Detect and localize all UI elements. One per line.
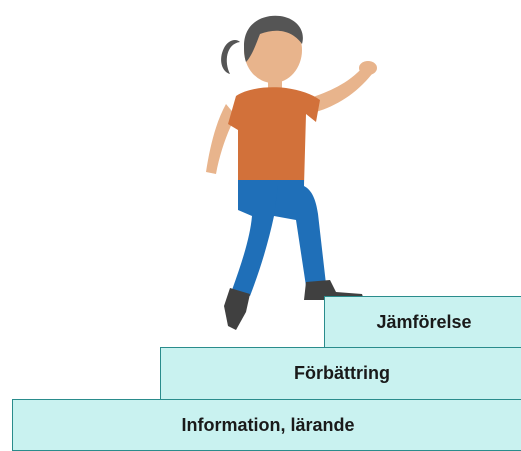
back-leg	[232, 186, 278, 296]
climbing-person-illustration	[188, 0, 388, 338]
raised-arm	[310, 66, 372, 112]
back-arm	[206, 104, 236, 174]
step-forbattring: Förbättring	[160, 347, 521, 400]
ponytail	[221, 40, 240, 74]
front-shoe	[304, 280, 364, 300]
step-information: Information, lärande	[12, 399, 521, 451]
step-jamforelse: Jämförelse	[324, 296, 521, 348]
raised-hand	[359, 61, 377, 75]
step-information-label: Information, lärande	[181, 414, 355, 435]
hair	[244, 15, 303, 63]
back-shoe	[224, 288, 250, 330]
climbing-person-icon	[206, 15, 377, 330]
waistband	[238, 180, 304, 190]
step-jamforelse-label: Jämförelse	[376, 311, 472, 332]
front-leg	[268, 186, 326, 286]
step-forbattring-label: Förbättring	[294, 363, 390, 383]
shirt	[228, 87, 320, 186]
